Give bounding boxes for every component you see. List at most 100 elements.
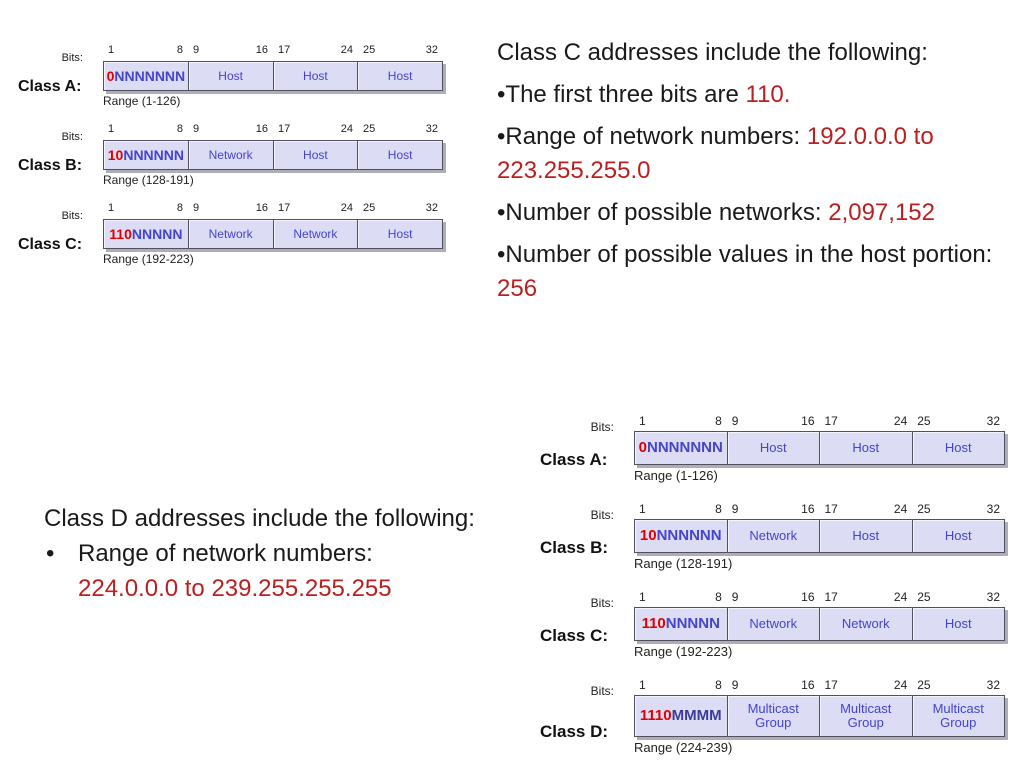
- field-cell: Multicast Group: [726, 696, 820, 736]
- bit-number: 1: [639, 502, 646, 516]
- bit-number: 32: [986, 590, 1000, 604]
- bit-number: 9: [731, 678, 739, 692]
- bit-number: 24: [893, 678, 908, 692]
- bit-rest: NNNNNN: [656, 527, 722, 544]
- bit-number: 1: [108, 202, 115, 214]
- bit-rest: NNNNNN: [123, 146, 184, 163]
- text-run: •Range of network numbers:: [497, 123, 807, 150]
- bit-number: 17: [824, 590, 838, 604]
- bit-number: 1: [639, 414, 646, 428]
- bit-number: 24: [893, 590, 908, 604]
- bit-number: 17: [278, 202, 291, 214]
- bit-number: 8: [176, 202, 183, 214]
- bit-number-segment: 9 16: [188, 123, 273, 140]
- range-label: Range (128-191): [634, 556, 733, 571]
- text-run: 224.0.0.0 to 239.255.255.255: [78, 575, 392, 602]
- range-label: Range (192-223): [634, 644, 733, 659]
- bit-number-segment: 25 32: [912, 502, 1005, 519]
- bit-number: 32: [425, 123, 438, 135]
- bit-number: 8: [715, 590, 722, 604]
- field-cell: Host: [726, 432, 820, 464]
- text-run: Class C addresses include the following:: [497, 39, 928, 66]
- bit-number: 1: [108, 123, 115, 135]
- bit-number: 1: [639, 678, 646, 692]
- bit-number: 25: [917, 414, 931, 428]
- range-label: Range (224-239): [634, 740, 733, 755]
- bullet-glyph: •: [46, 540, 55, 567]
- class-label: Class B:: [540, 538, 609, 557]
- text-run: •Number of possible networks:: [497, 199, 829, 226]
- bit-number: 9: [731, 414, 739, 428]
- class-d-bullet-item: • Range of network numbers: 224.0.0.0 to…: [44, 536, 478, 606]
- bit-number: 17: [824, 678, 838, 692]
- bit-number: 17: [278, 44, 291, 56]
- field-cell: Host: [357, 62, 442, 90]
- bit-number: 1: [639, 590, 646, 604]
- field-cell: Multicast Group: [819, 696, 912, 736]
- bit-number: 16: [801, 590, 815, 604]
- bit-prefix: 1110: [639, 707, 672, 724]
- bit-number: 9: [193, 44, 200, 56]
- class-label: Class A:: [18, 78, 82, 95]
- bit-number: 17: [278, 123, 291, 135]
- text-run: Range of network numbers:: [78, 540, 373, 567]
- bit-prefix: 10: [639, 527, 657, 544]
- bit-number: 17: [824, 414, 838, 428]
- field-cell: Host: [272, 62, 358, 90]
- bit-rest: MMMM: [671, 707, 722, 724]
- bullet-paragraph: •The first three bits are 110.: [497, 78, 1019, 112]
- bit-rest: NNNNN: [131, 225, 183, 242]
- bit-number: 32: [425, 44, 438, 56]
- bit-number: 8: [176, 123, 183, 135]
- field-cell: Multicast Group: [911, 696, 1005, 736]
- class-d-text-block: Class D addresses include the following:…: [44, 501, 478, 606]
- field-cell: Host: [272, 141, 358, 169]
- bits-label: Bits:: [61, 210, 83, 222]
- bit-number: 25: [917, 502, 931, 516]
- bit-number: 16: [801, 678, 815, 692]
- bit-prefix: 10: [107, 146, 124, 163]
- field-cell: Host: [357, 141, 442, 169]
- bit-number: 16: [255, 123, 268, 135]
- bit-number-segment: 9 16: [727, 414, 820, 431]
- bit-number: 16: [801, 414, 815, 428]
- bit-number: 1: [108, 44, 115, 56]
- bullet-paragraph: •Range of network numbers: 192.0.0.0 to …: [497, 120, 1019, 188]
- bit-number: 32: [986, 502, 1000, 516]
- field-cell: Host: [911, 432, 1005, 464]
- bit-number: 9: [193, 123, 200, 135]
- bit-number: 24: [893, 502, 908, 516]
- bit-number: 32: [425, 202, 438, 214]
- class-label: Class A:: [540, 450, 608, 469]
- bits-label: Bits:: [61, 52, 83, 64]
- class-label: Class C:: [540, 626, 609, 645]
- bits-label: Bits:: [590, 596, 614, 610]
- range-label: Range (192-223): [103, 252, 194, 266]
